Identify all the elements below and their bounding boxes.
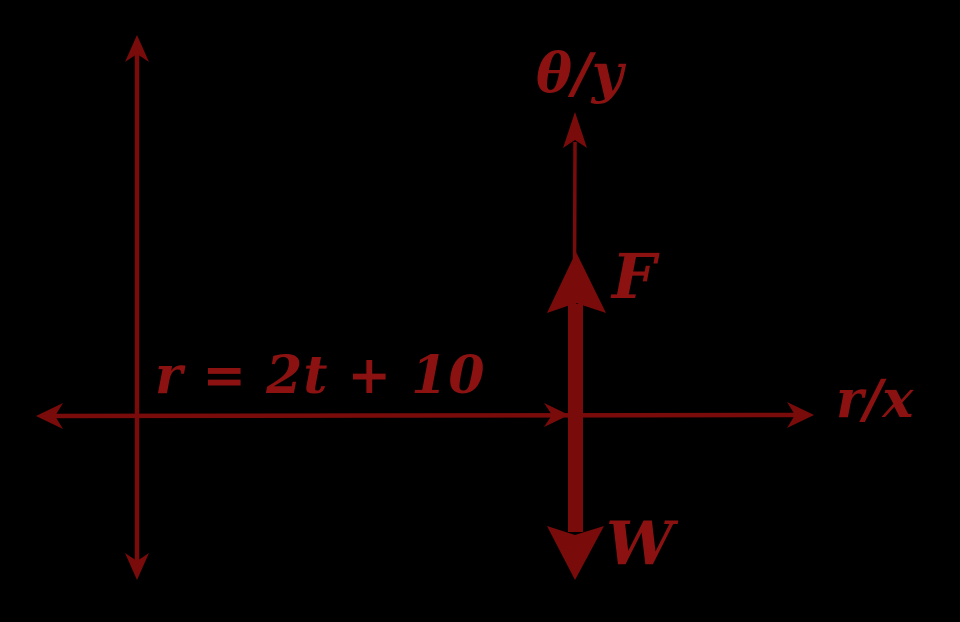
theta-up-arrowhead-icon [563,112,587,148]
up-arrowhead-icon [125,35,149,62]
weight-W-arrowhead-icon [547,526,604,580]
force-vectors [547,252,606,580]
mid-right-arrowhead-icon [544,403,569,427]
horizontal-axis-label: r/x [836,369,914,430]
down-arrowhead-icon [125,553,149,580]
left-vertical-double-arrow [125,35,149,580]
horizontal-axis-line [45,412,801,419]
equation-label: r = 2t + 10 [155,345,486,406]
force-up-label: F [612,240,657,313]
force-down-label: W [606,509,674,579]
right-arrowhead-icon [787,402,814,428]
left-arrowhead-icon [36,403,63,429]
vertical-axis-label: θ/y [536,41,624,105]
horizontal-double-arrow [36,402,814,429]
force-shaft [568,304,583,532]
force-F-arrowhead-icon [547,252,606,313]
